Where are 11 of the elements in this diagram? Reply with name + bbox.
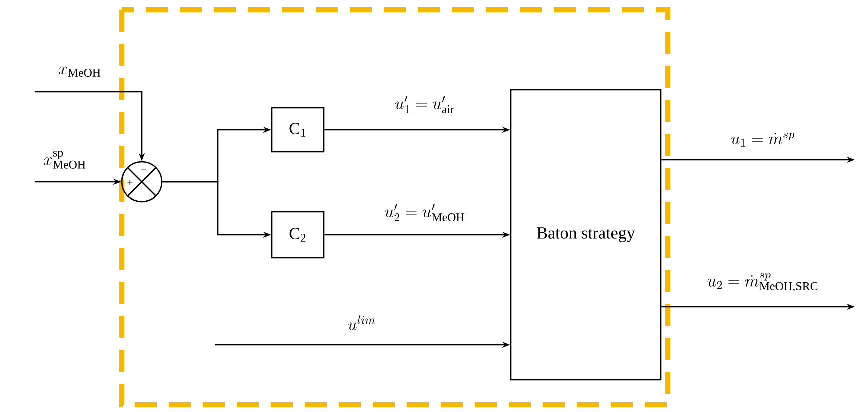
controller-block: C$_{1}$: [271, 107, 325, 153]
edge-label: $x^{\mathrm{sp}}_{\mathrm{MeOH}}$: [42, 150, 88, 170]
edge-label: $u'_2 = u'_{\mathrm{MeOH}}$: [384, 203, 466, 223]
summing-junction: + −: [121, 161, 163, 203]
edge-label: $u^{lim}$: [346, 314, 378, 332]
edge-label: $x_{\mathrm{MeOH}}$: [58, 66, 103, 78]
strategy-block: Baton strategy: [510, 89, 662, 381]
controller-block: C$_{2}$: [271, 211, 325, 259]
edge-label: $u'_1 = u'_{\mathrm{air}}$: [394, 95, 456, 115]
edge-label: $u_2 = \dot{m}^{sp}_{\mathrm{MeOH,SRC}}$: [706, 272, 820, 294]
edge-label: $u_1 = \dot{m}^{sp}$: [730, 132, 796, 148]
